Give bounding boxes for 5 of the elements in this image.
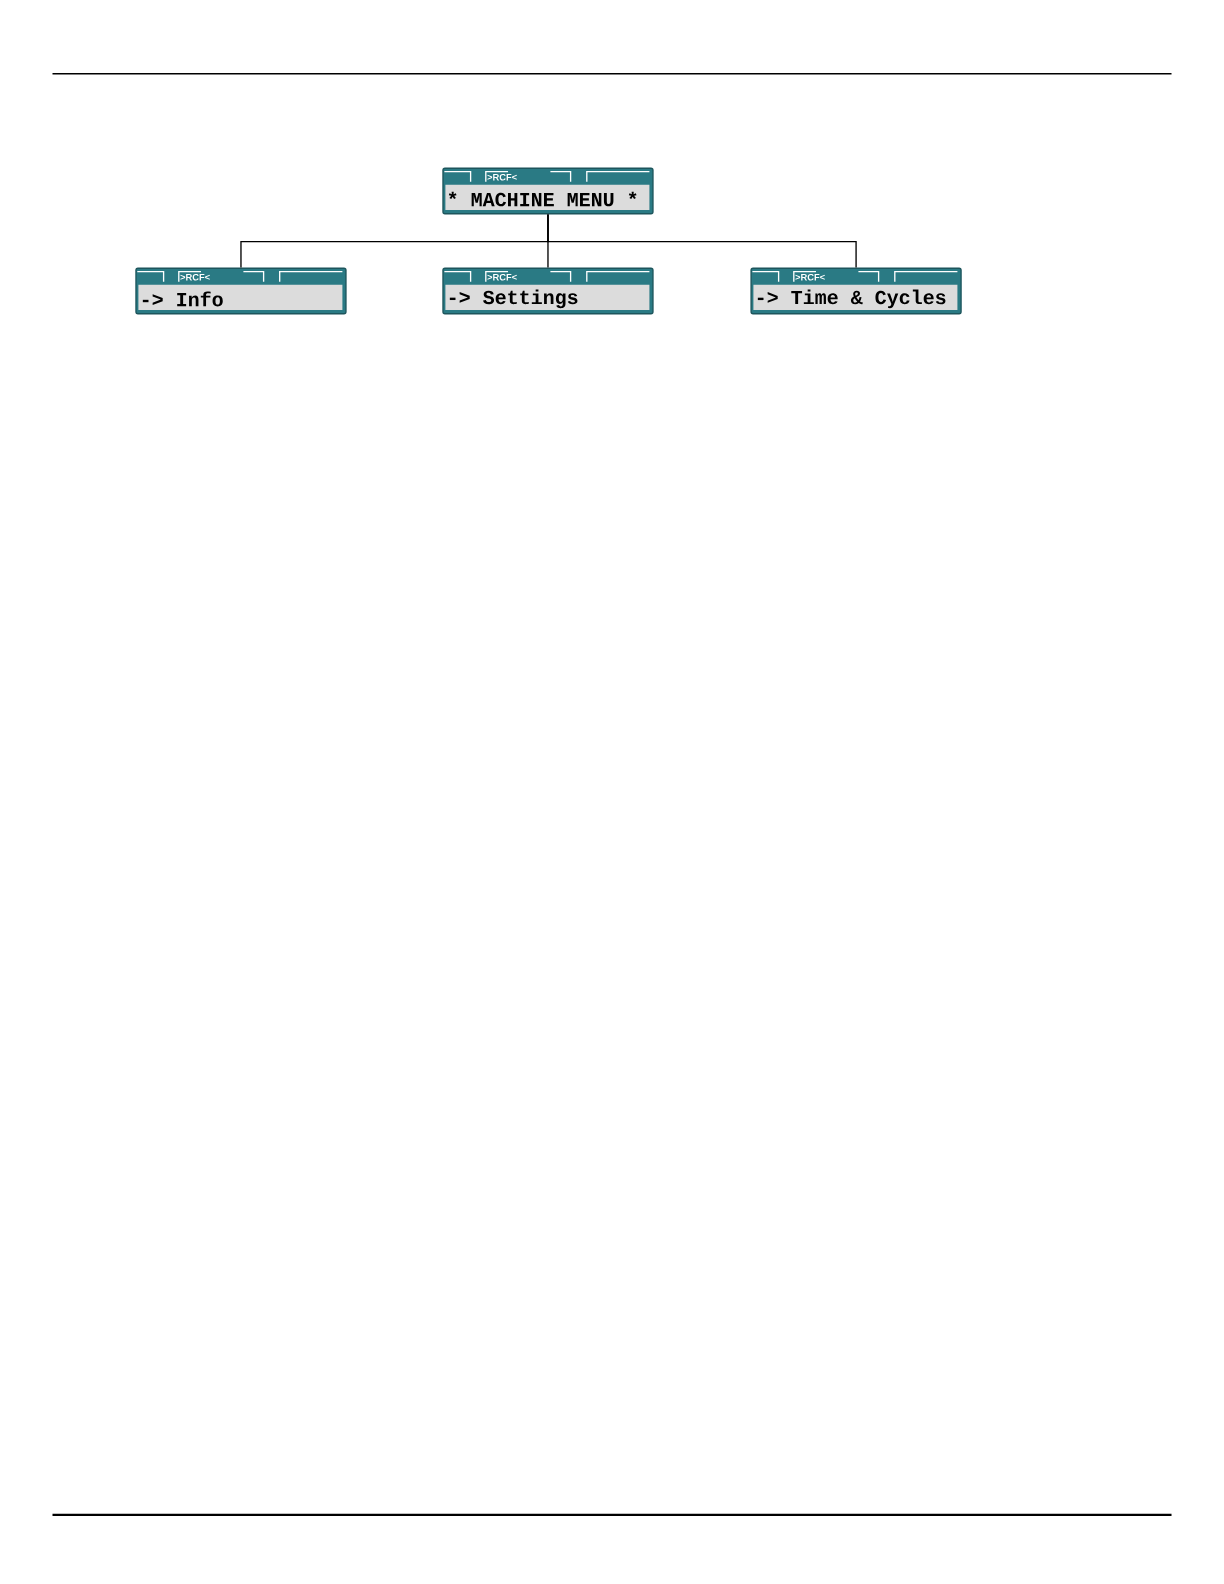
lcd-screen: >RCF< * MACHINE MENU * [442, 167, 654, 215]
connector-line [547, 213, 857, 269]
lcd-screen: >RCF< -> Info [135, 267, 347, 315]
lcd-screen: >RCF< -> Settings [442, 267, 654, 315]
lcd-screen: >RCF< -> Time & Cycles [750, 267, 962, 315]
